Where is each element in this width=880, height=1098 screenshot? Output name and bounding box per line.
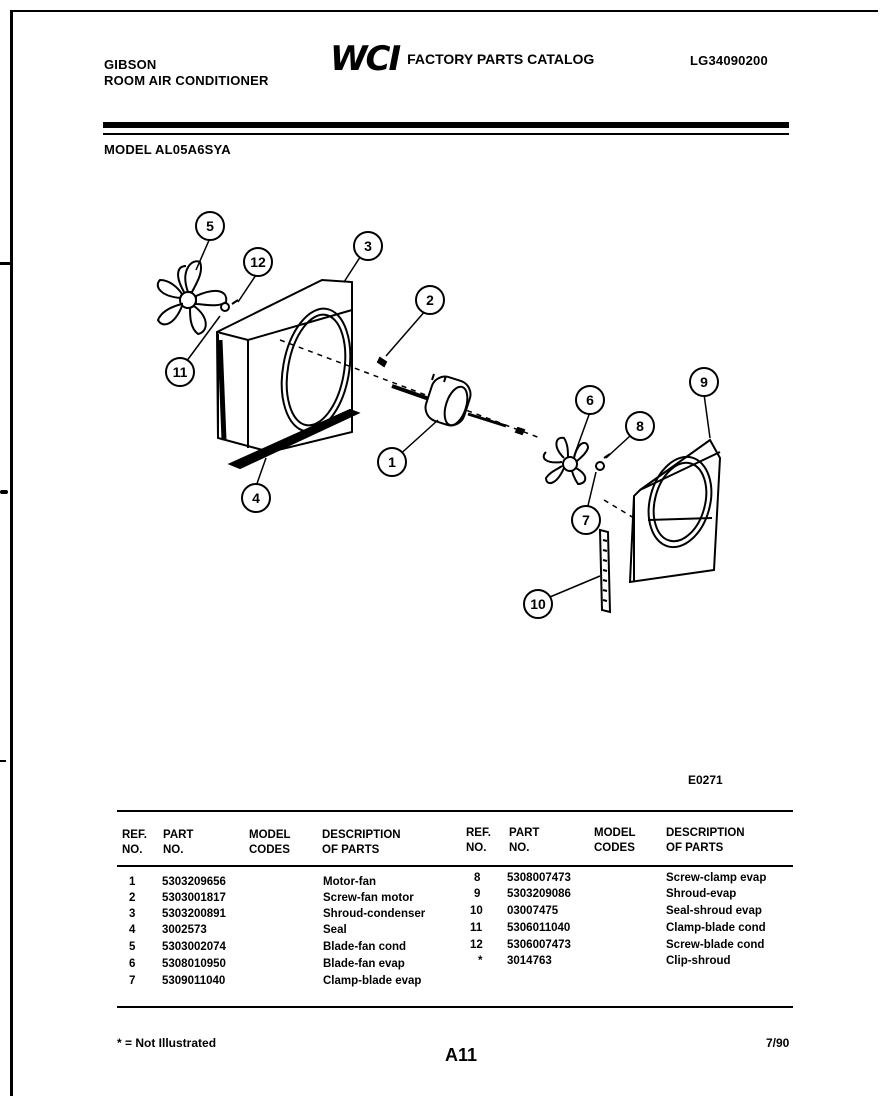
svg-text:11: 11	[173, 364, 188, 380]
scan-edge-mark	[0, 490, 8, 494]
scan-edge-mark	[0, 262, 10, 265]
callout-9: 9	[689, 367, 719, 397]
header-rule	[103, 133, 789, 135]
svg-text:4: 4	[252, 490, 260, 506]
callout-3: 3	[353, 231, 383, 261]
svg-text:1: 1	[388, 454, 396, 470]
svg-text:2: 2	[426, 292, 434, 308]
seal	[227, 408, 361, 470]
callout-12: 12	[243, 247, 273, 277]
evaporator-shroud	[628, 438, 722, 584]
table-rule	[117, 1006, 793, 1008]
svg-text:12: 12	[250, 254, 266, 270]
col-header-ref: REF.NO.	[122, 829, 147, 856]
catalog-page	[10, 10, 878, 1096]
clamp-blade-cond	[220, 302, 230, 312]
clamp-blade-evap	[595, 461, 605, 471]
screw-fan-motor	[376, 356, 388, 368]
catalog-title-text: FACTORY PARTS CATALOG	[407, 51, 595, 67]
svg-text:7: 7	[582, 512, 590, 528]
callout-2: 2	[415, 285, 445, 315]
fan-motor	[391, 373, 526, 436]
col-header-ref: REF.NO.	[466, 827, 491, 854]
model-line: MODEL AL05A6SYA	[104, 142, 231, 157]
callout-7: 7	[571, 505, 601, 535]
catalog-number: LG34090200	[690, 53, 768, 68]
svg-text:6: 6	[586, 392, 594, 408]
callout-8: 8	[625, 411, 655, 441]
product-name: ROOM AIR CONDITIONER	[104, 73, 269, 88]
catalog-title: WCI FACTORY PARTS CATALOG	[330, 42, 594, 76]
callout-6: 6	[575, 385, 605, 415]
scan-edge-mark	[0, 760, 6, 762]
header-rule	[103, 122, 789, 128]
condenser-shroud	[215, 278, 353, 454]
callout-1: 1	[377, 447, 407, 477]
table-rule	[117, 810, 793, 812]
page-number: A11	[445, 1045, 478, 1065]
svg-text:8: 8	[636, 418, 644, 434]
figure-code: E0271	[688, 773, 723, 787]
svg-text:10: 10	[530, 596, 546, 612]
callout-4: 4	[241, 483, 271, 513]
brand-name: GIBSON	[104, 57, 157, 72]
svg-text:5: 5	[206, 218, 214, 234]
condenser-fan-blade	[156, 260, 228, 336]
revision-date: 7/90	[766, 1036, 790, 1050]
footnote: * = Not Illustrated	[117, 1036, 217, 1050]
callout-10: 10	[523, 589, 553, 619]
svg-text:9: 9	[700, 374, 708, 390]
exploded-parts-diagram: 5 12 11 3 2 1 4 6 8 7 9 10	[156, 211, 722, 619]
svg-text:3: 3	[364, 238, 372, 254]
table-rule	[117, 865, 793, 867]
callout-11: 11	[165, 357, 195, 387]
screw-blade-cond	[231, 299, 239, 305]
callout-5: 5	[195, 211, 225, 241]
wci-logo: WCI	[330, 39, 401, 79]
evaporator-fan-blade	[542, 436, 590, 486]
